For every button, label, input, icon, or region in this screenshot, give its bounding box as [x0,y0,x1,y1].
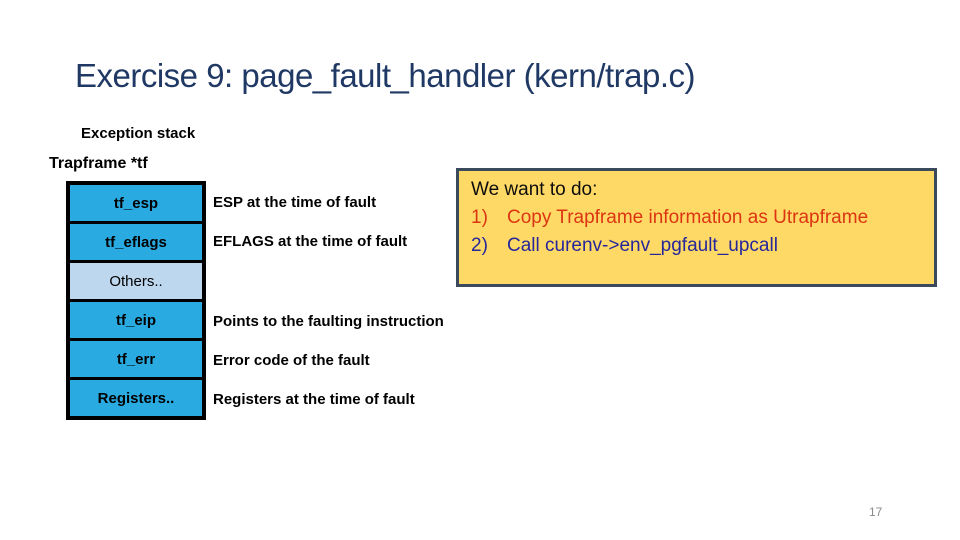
callout-heading: We want to do: [471,179,598,200]
stack-row-tf-err: tf_err [70,341,202,377]
trapframe-stack-diagram: tf_esp tf_eflags Others.. tf_eip tf_err … [66,181,206,420]
exception-stack-label: Exception stack [81,125,196,142]
callout-item-text: Call curenv->env_pgfault_upcall [507,235,778,256]
stack-row-tf-esp: tf_esp [70,185,202,221]
desc-tf-err: Error code of the fault [213,352,370,369]
slide-title: Exercise 9: page_fault_handler (kern/tra… [75,57,696,94]
stack-row-tf-eip: tf_eip [70,302,202,338]
callout-item-text: Copy Trapframe information as Utrapframe [507,207,869,228]
desc-tf-eip: Points to the faulting instruction [213,313,444,330]
stack-row-registers: Registers.. [70,380,202,416]
stack-row-tf-eflags: tf_eflags [70,224,202,260]
desc-tf-eflags: EFLAGS at the time of fault [213,233,408,250]
we-want-to-do-callout: We want to do: 1) Copy Trapframe informa… [456,168,937,287]
desc-tf-esp: ESP at the time of fault [213,194,377,211]
callout-item-copy-trapframe: 1) Copy Trapframe information as Utrapfr… [471,204,922,232]
callout-item-number: 2) [471,235,488,256]
callout-item-number: 1) [471,207,488,228]
page-number: 17 [869,505,883,519]
callout-item-call-upcall: 2) Call curenv->env_pgfault_upcall [471,232,922,260]
trapframe-pointer-label: Trapframe *tf [49,155,148,172]
stack-row-others: Others.. [70,263,202,299]
desc-registers: Registers at the time of fault [213,391,415,408]
